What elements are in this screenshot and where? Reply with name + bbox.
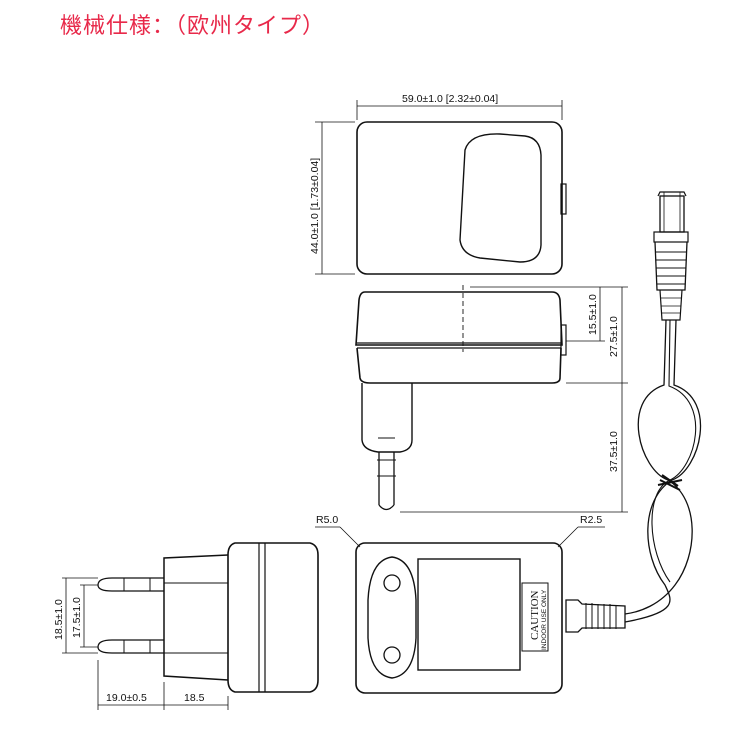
height-top-dimension: 44.0±1.0 [1.73±0.04] xyxy=(309,158,321,254)
side-body-dimension: 27.5±1.0 xyxy=(608,316,620,357)
top-view: 59.0±1.0 [2.32±0.04] 44.0±1.0 [1.73±0.04… xyxy=(309,93,567,275)
indoor-label: INDOOR USE ONLY xyxy=(541,589,548,650)
pin-inner-dimension: 17.5±1.0 xyxy=(71,597,83,638)
bottom-left-view: 18.5±1.0 17.5±1.0 19.0±0.5 18.5 xyxy=(53,542,319,710)
side-view: 15.5±1.0 27.5±1.0 37.5±1.0 xyxy=(355,285,628,513)
body-depth-dimension: 18.5 xyxy=(184,692,205,704)
radius-right-label: R2.5 xyxy=(580,514,602,526)
side-upper-dimension: 15.5±1.0 xyxy=(587,294,599,335)
page-title: 機械仕様：（欧州タイプ） xyxy=(60,14,326,39)
side-pin-dimension: 37.5±1.0 xyxy=(608,431,620,472)
front-view: CAUTION INDOOR USE ONLY R5.0 R2.5 xyxy=(315,514,605,694)
caution-label: CAUTION xyxy=(529,590,541,640)
pin-length-dimension: 19.0±0.5 xyxy=(106,692,147,704)
pin-outer-dimension: 18.5±1.0 xyxy=(53,599,65,640)
radius-left-label: R5.0 xyxy=(316,514,338,526)
cable-and-plug xyxy=(565,191,702,633)
width-top-dimension: 59.0±1.0 [2.32±0.04] xyxy=(402,93,498,105)
